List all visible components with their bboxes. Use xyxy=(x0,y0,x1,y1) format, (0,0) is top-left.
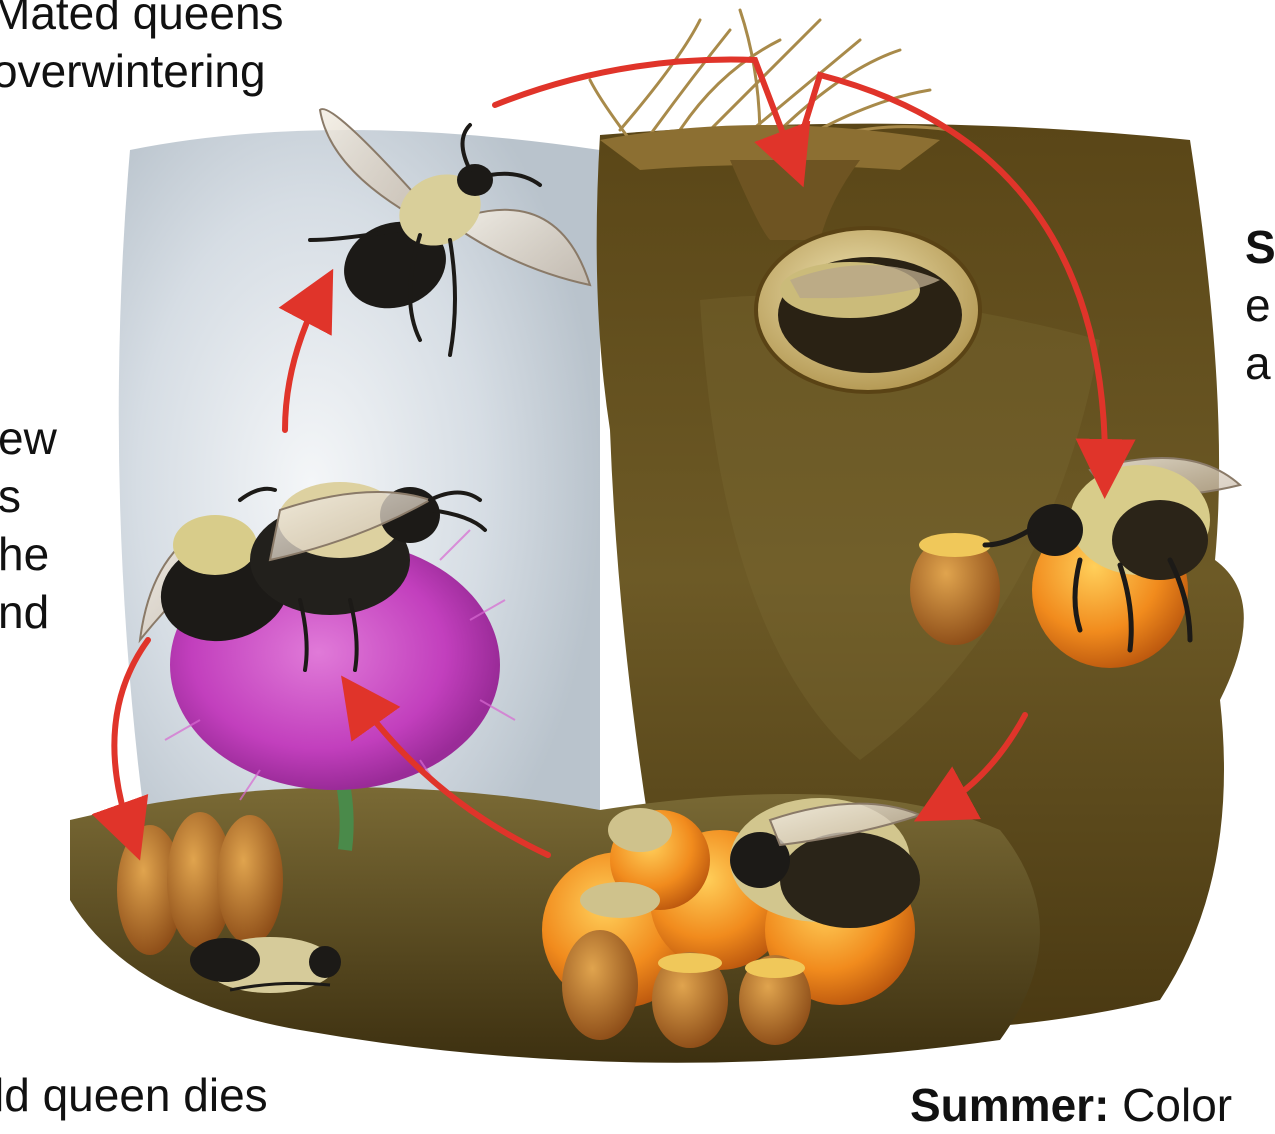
label-line: Mated queens xyxy=(0,0,284,42)
grass-tuft xyxy=(590,10,950,140)
bee-life-cycle-illustration xyxy=(0,0,1275,1111)
label-mated-queens-overwintering: Mated queens overwintering xyxy=(0,0,284,100)
label-old-queen-dies: ld queen dies xyxy=(0,1066,268,1124)
label-line: ld queen dies xyxy=(0,1066,268,1124)
label-bold: S xyxy=(1245,221,1275,273)
label-summer: Summer: Color xyxy=(910,1076,1232,1134)
label-line: overwintering xyxy=(0,42,284,100)
label-left-partial: ew s he nd xyxy=(0,409,57,641)
label-line: ew xyxy=(0,409,57,467)
label-line: a xyxy=(1245,334,1275,392)
label-line: e xyxy=(1245,276,1275,334)
label-line: s xyxy=(0,467,57,525)
label-right-partial: S e a xyxy=(1245,218,1275,392)
label-bold: Summer: xyxy=(910,1079,1109,1131)
label-line: he xyxy=(0,525,57,583)
label-line: Color xyxy=(1122,1079,1232,1131)
label-line: nd xyxy=(0,583,57,641)
